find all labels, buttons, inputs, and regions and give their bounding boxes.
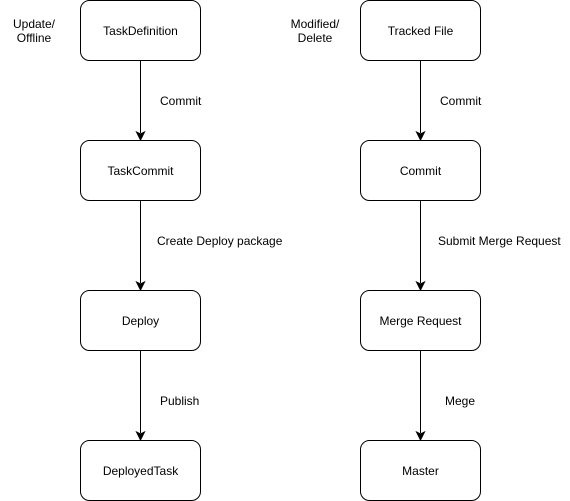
right-side-note-line-2: Delete xyxy=(298,31,333,45)
edge-right-1-label: Commit xyxy=(440,94,482,108)
edge-right-3 xyxy=(415,351,426,442)
left-side-note-line-2: Offline xyxy=(17,31,52,45)
left-side-note-line-1: Update/ xyxy=(13,17,56,31)
node-tracked-file-label: Tracked File xyxy=(388,24,454,38)
edge-right-2 xyxy=(415,201,426,292)
node-taskdefinition-label: TaskDefinition xyxy=(103,24,178,38)
node-taskcommit[interactable]: TaskCommit xyxy=(80,140,201,201)
edge-right-3-label: Mege xyxy=(445,394,475,408)
node-deploy[interactable]: Deploy xyxy=(80,290,201,351)
node-commit[interactable]: Commit xyxy=(360,140,481,201)
node-taskcommit-label: TaskCommit xyxy=(107,164,174,178)
edge-left-2 xyxy=(135,201,146,292)
node-deployedtask[interactable]: DeployedTask xyxy=(80,440,201,501)
node-taskdefinition[interactable]: TaskDefinition xyxy=(80,0,201,61)
edge-left-1 xyxy=(135,61,146,142)
node-tracked-file[interactable]: Tracked File xyxy=(360,0,481,61)
node-merge-request-label: Merge Request xyxy=(379,314,462,328)
edge-left-3 xyxy=(135,351,146,442)
edge-right-2-label: Submit Merge Request xyxy=(438,234,561,248)
node-deploy-label: Deploy xyxy=(122,314,159,328)
node-deployedtask-label: DeployedTask xyxy=(103,464,179,478)
right-side-note-line-1: Modified/ xyxy=(291,17,340,31)
edge-right-1 xyxy=(415,61,426,142)
edge-left-2-label: Create Deploy package xyxy=(157,234,283,248)
node-master[interactable]: Master xyxy=(360,440,481,501)
node-commit-label: Commit xyxy=(400,164,442,178)
node-master-label: Master xyxy=(402,464,439,478)
node-merge-request[interactable]: Merge Request xyxy=(360,290,481,351)
edge-left-1-label: Commit xyxy=(160,94,202,108)
edge-left-3-label: Publish xyxy=(160,394,199,408)
